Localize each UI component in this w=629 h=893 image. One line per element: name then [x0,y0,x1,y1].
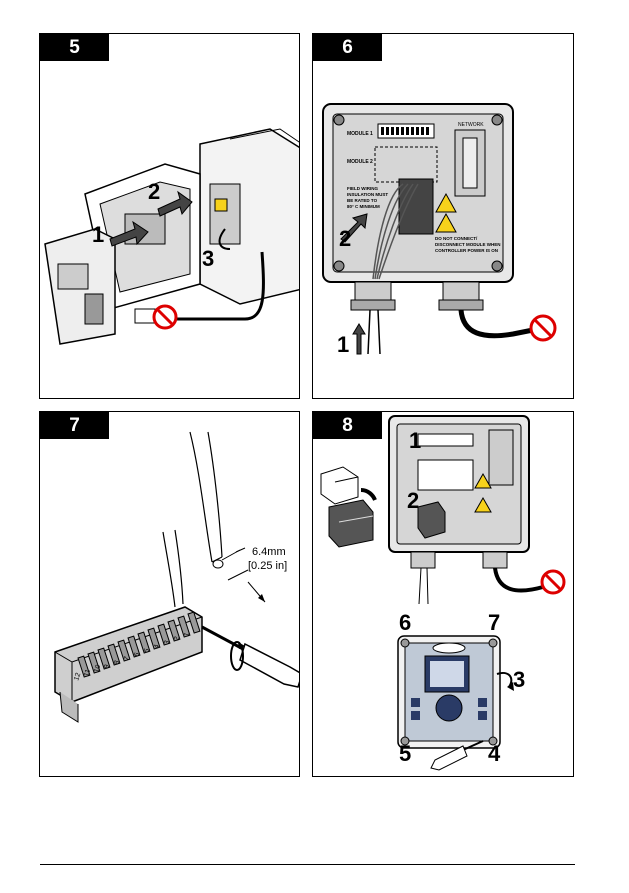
screwdriver-icon [430,740,484,771]
module-2-label: MODULE 2 [347,159,373,165]
warning-icon [435,212,457,233]
callout-2: 2 [148,179,160,204]
svg-text:10: 10 [93,664,102,674]
no-power-plug-icon [529,314,557,342]
wire-icon [189,431,224,569]
svg-text:11: 11 [83,668,92,677]
step-7-illustration: 6.4mm [0.25 in] 1 2 3 [54,431,299,723]
electrical-hazard-icon [435,192,457,213]
ferrite-core-icon [320,466,446,548]
step-5-illustration: 1 2 3 [44,128,299,345]
callout-1: 1 [409,428,421,453]
step-5-panel: 5 1 2 3 [39,33,300,399]
screwdriver-icon [201,625,299,688]
callout-3: 3 [513,667,525,692]
svg-text:4: 4 [153,644,161,650]
svg-text:3: 3 [163,640,171,646]
callout-1: 1 [337,332,349,357]
rotate-icon [230,641,245,671]
dimension-metric: 6.4mm [252,546,286,558]
callout-2: 2 [339,226,351,251]
step-6-panel: 6 MODULE 1 MODULE 2 NETWORK FIELD WI [312,33,574,399]
network-label: NETWORK [458,122,484,128]
step-8-number: 8 [313,412,382,439]
svg-text:7: 7 [123,656,131,662]
step-5-number: 5 [40,34,109,61]
callout-5: 5 [399,741,411,766]
svg-text:1: 1 [183,632,191,638]
step-7-number: 7 [40,412,109,439]
svg-text:2: 2 [173,636,181,642]
svg-text:8: 8 [113,660,121,666]
callout-6: 6 [399,610,411,635]
step-6-number: 6 [313,34,382,61]
step-7-panel: 7 6.4mm [0.25 in] [39,411,300,777]
callout-7: 7 [488,610,500,635]
footer-rule [40,864,575,865]
svg-text:9: 9 [103,664,111,670]
svg-text:6: 6 [133,652,141,658]
svg-text:12: 12 [73,672,82,682]
callout-3: 3 [202,246,214,271]
callout-1: 1 [92,222,104,247]
callout-2: 2 [407,488,419,513]
controller-display-icon [397,635,501,749]
field-wiring-text: FIELD WIRING INSULATION MUST BE RATED TO… [347,186,389,209]
no-power-plug-icon [540,569,566,595]
svg-text:5: 5 [143,648,151,654]
no-power-plug-icon [134,304,178,330]
dimension-imperial: [0.25 in] [248,560,287,572]
step-6-illustration: MODULE 1 MODULE 2 NETWORK FIELD WIRING I… [322,103,557,357]
do-not-connect-warning: DO NOT CONNECT/ DISCONNECT MODULE WHEN C… [435,236,502,253]
module-1-label: MODULE 1 [347,131,373,137]
step-8-panel: 8 1 2 [312,411,574,777]
step-8-illustration: 1 2 6 7 3 5 4 [320,415,566,771]
terminal-numbers: 1 2 3 4 5 6 7 8 9 10 11 12 [73,632,191,682]
callout-4: 4 [488,741,501,766]
